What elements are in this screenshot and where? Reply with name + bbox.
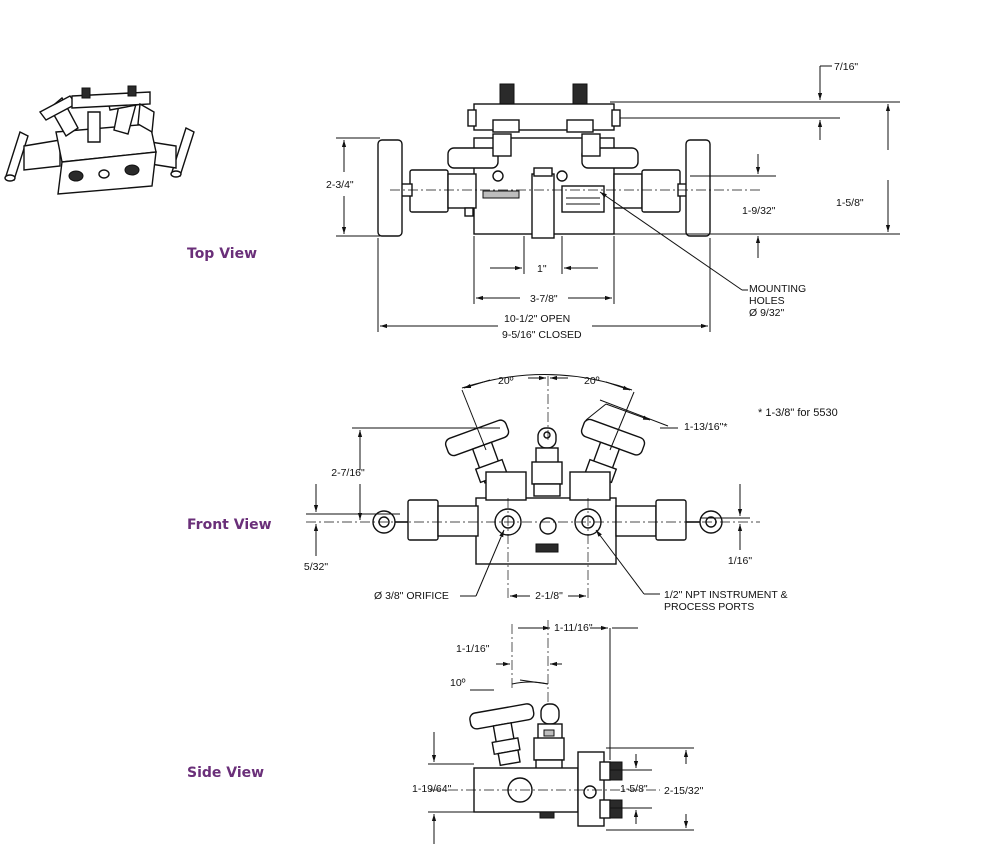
mounting-holes-line-2: HOLES — [749, 295, 785, 307]
ports-label-line-1: 1/2" NPT INSTRUMENT & — [664, 589, 788, 601]
angle-left-20: 20º — [498, 375, 514, 387]
dim-2-1-8: 2-1/8" — [535, 590, 563, 602]
note-5530: * 1-3/8" for 5530 — [758, 407, 838, 419]
dim-7-16: 7/16" — [834, 61, 858, 73]
top-view-drawing — [336, 65, 900, 332]
side-view-label: Side View — [187, 765, 265, 781]
angle-10: 10º — [450, 677, 466, 689]
ports-label-line-2: PROCESS PORTS — [664, 601, 754, 613]
mounting-holes-line-3: Ø 9/32" — [749, 307, 785, 319]
dim-1-1-16: 1-1/16" — [456, 643, 490, 655]
dim-closed: 9-5/16" CLOSED — [502, 329, 582, 341]
top-view-dimension-labels: 7/16" 2-3/4" 1-9/32" 1-5/8" 1" 3-7/8" 10… — [326, 61, 864, 341]
dim-1-16: 1/16" — [728, 555, 752, 567]
dim-1-5-8-top: 1-5/8" — [836, 197, 864, 209]
dim-open: 10-1/2" OPEN — [504, 313, 570, 325]
front-view-drawing — [306, 374, 760, 600]
isometric-preview — [4, 85, 195, 195]
dim-1-9-32: 1-9/32" — [742, 205, 776, 217]
dim-1-11-16: 1-11/16" — [554, 622, 593, 634]
top-view-label: Top View — [187, 246, 258, 262]
dim-1-5-8-side: 1-5/8" — [620, 783, 648, 795]
dim-5-32: 5/32" — [304, 561, 328, 573]
dim-1-inch: 1" — [537, 263, 547, 275]
side-view-drawing — [428, 620, 694, 844]
front-view-label: Front View — [187, 517, 272, 533]
angle-right-20: 20º — [584, 375, 600, 387]
dim-1-13-16: 1-13/16"* — [684, 421, 727, 433]
dim-2-7-16: 2-7/16" — [331, 467, 365, 479]
dim-1-19-64: 1-19/64" — [412, 783, 452, 795]
front-view-dimension-labels: 20º 20º 1-13/16"* * 1-3/8" for 5530 2-7/… — [304, 375, 838, 613]
mounting-holes-line-1: MOUNTING — [749, 283, 806, 295]
side-view-dimension-labels: 1-11/16" 1-1/16" 10º 1-19/64" 1-5/8" 2-1… — [412, 622, 704, 797]
dim-3-7-8: 3-7/8" — [530, 293, 558, 305]
orifice-label: Ø 3/8" ORIFICE — [374, 590, 449, 602]
dim-2-3-4: 2-3/4" — [326, 179, 354, 191]
dim-2-15-32: 2-15/32" — [664, 785, 704, 797]
